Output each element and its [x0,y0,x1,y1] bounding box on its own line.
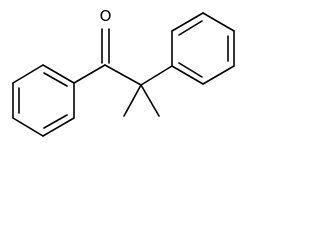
ring-to-carbonyl-bond [73,64,106,84]
right-ring-bond-2 [171,12,204,32]
left-ring-double-bond-1 [43,72,68,87]
right-ring-double-bond-1 [178,20,203,36]
right-ring-bond-3 [202,12,235,32]
left-ring-bond-1 [42,64,75,84]
carbonyl-oxygen-label: O [100,7,112,25]
right-ring-bond-5 [202,65,235,85]
quaternary-carbon [104,64,173,117]
left-ring-bond-4 [12,117,44,137]
left-ring-bond-3 [42,117,75,137]
left-ring-double-bond-2 [43,114,68,129]
chemical-structure-diagram: O [12,7,235,137]
quaternary-to-ring-bond [140,65,173,86]
carbonyl-group: O [73,7,112,84]
right-ring-bond-6 [171,65,204,85]
methyl-bond-left [123,84,142,117]
carbonyl-to-quaternary-bond [104,64,142,86]
left-ring-bond-6 [12,64,44,84]
methyl-bond-right [140,84,160,117]
right-ring-double-bond-3 [178,62,203,78]
left-phenyl-ring [12,64,75,137]
right-phenyl-ring [171,12,235,85]
